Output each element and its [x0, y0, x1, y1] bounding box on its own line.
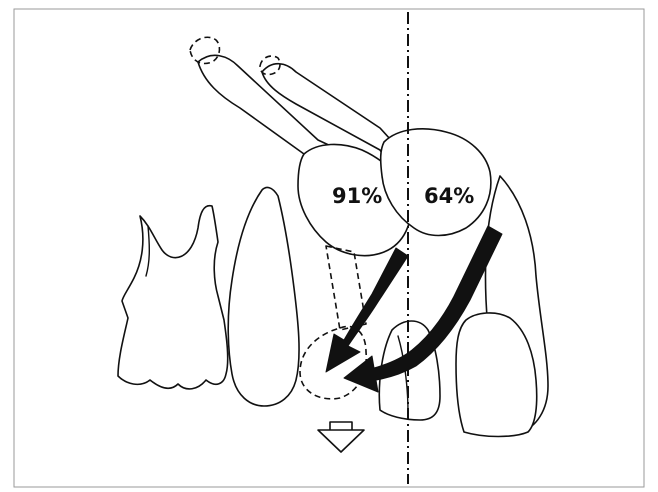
right-percent-label: 64% [424, 184, 474, 208]
left-percent-label: 91% [332, 184, 382, 208]
molar-tooth [118, 206, 228, 389]
figure-frame [14, 9, 644, 487]
premolar-tooth [228, 188, 299, 406]
down-arrow-outline-icon [318, 422, 364, 452]
